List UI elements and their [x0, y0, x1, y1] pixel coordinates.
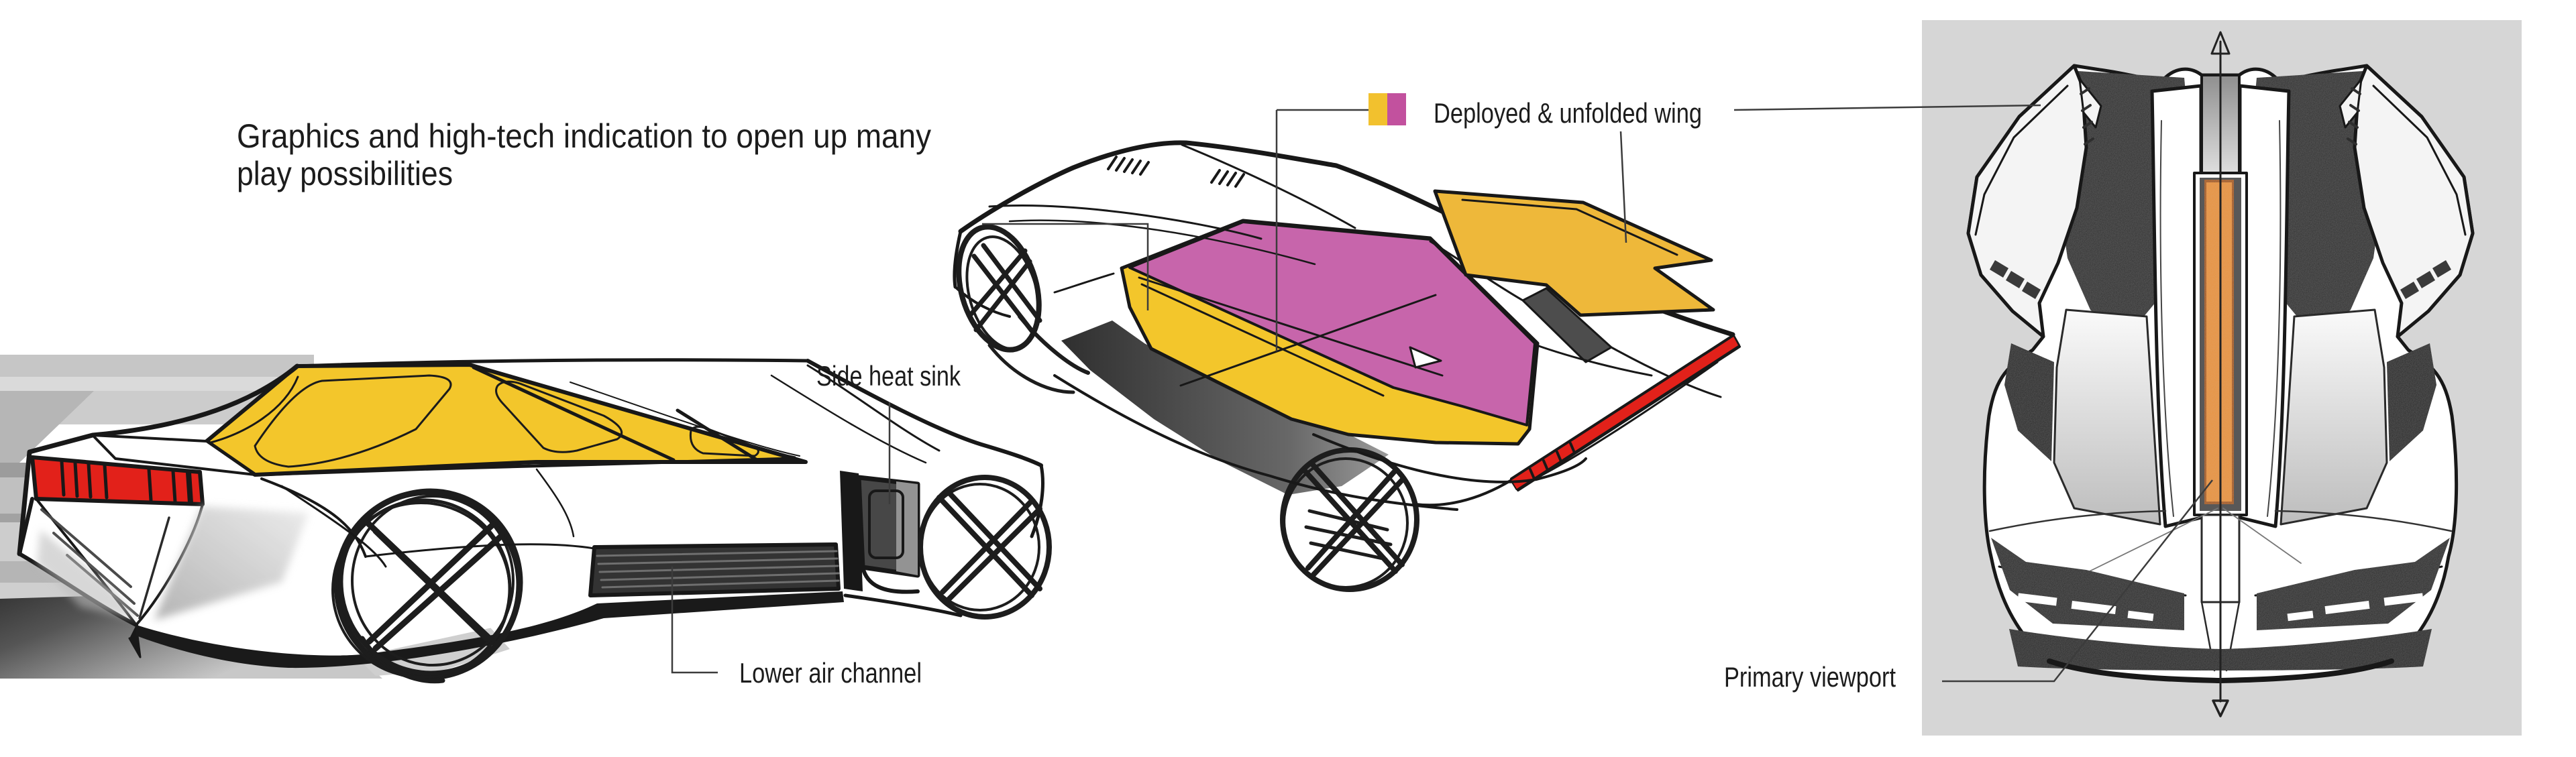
svg-text:Primary viewport: Primary viewport — [1724, 661, 1896, 693]
svg-text:Side heat sink: Side heat sink — [816, 360, 961, 392]
svg-text:play possibilities: play possibilities — [237, 155, 453, 192]
svg-text:Graphics and high-tech indicat: Graphics and high-tech indication to ope… — [237, 117, 931, 155]
svg-text:Lower air channel: Lower air channel — [739, 657, 922, 689]
svg-text:Deployed & unfolded wing: Deployed & unfolded wing — [1434, 97, 1702, 129]
